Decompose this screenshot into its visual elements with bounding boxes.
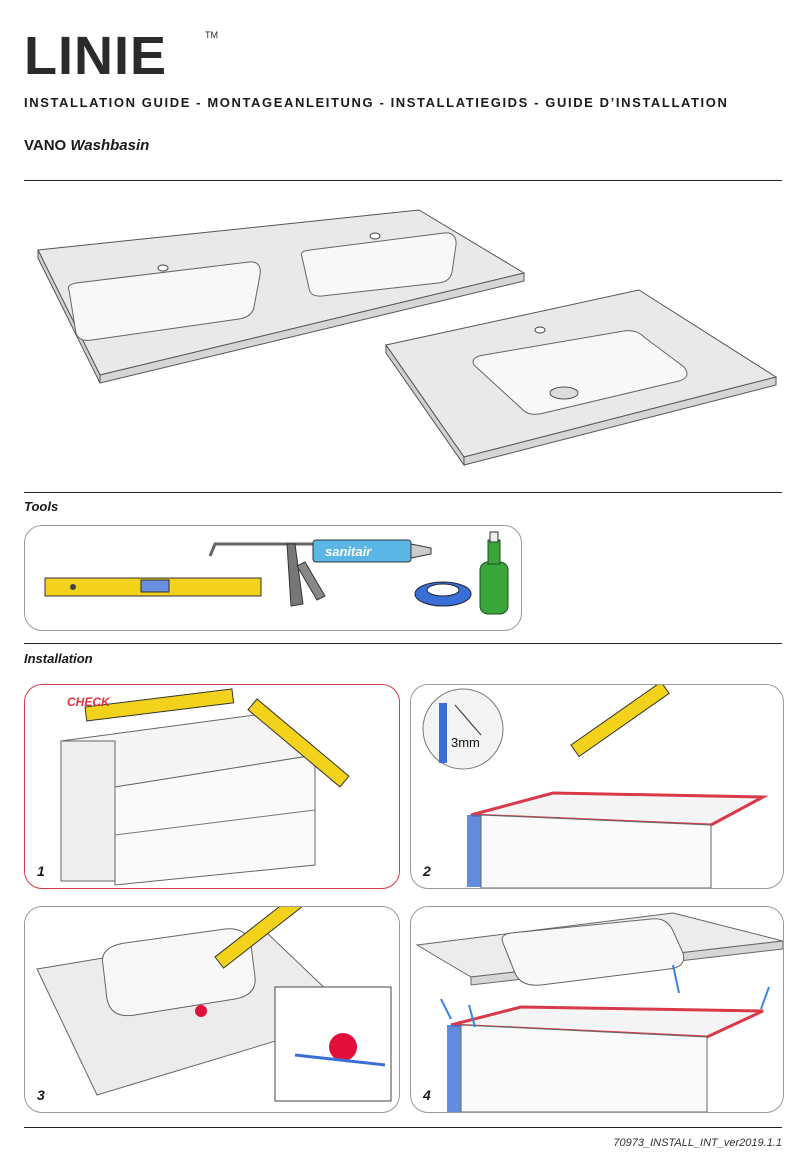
product-name: VANO [24,137,67,154]
step-number: 2 [423,863,431,879]
guide-title: INSTALLATION GUIDE - MONTAGEANLEITUNG - … [24,95,729,110]
cartridge-label: sanitair [325,544,372,559]
logo-text: LINIE [24,26,167,80]
tools-panel: sanitair [24,525,522,631]
gap-measurement: 3mm [451,735,480,750]
washbasin-illustration [24,195,784,475]
product-type: Washbasin [70,137,150,154]
logo-trademark: TM [205,30,218,40]
spirit-level-icon [44,577,262,597]
masking-tape-icon [414,581,472,607]
step-number: 3 [37,1087,45,1103]
product-title: VANO Washbasin [24,137,149,154]
divider [24,492,782,493]
sealant-gun-icon: sanitair [208,539,432,607]
divider [24,643,782,644]
step-3-panel: 3 [24,906,400,1113]
installation-heading: Installation [24,651,93,666]
divider [24,1127,782,1128]
brand-logo: LINIE TM [22,22,222,86]
step-1-panel: CHECK 1 [24,684,400,889]
step-number: 4 [423,1087,431,1103]
tools-heading: Tools [24,499,59,514]
doc-id: 70973_INSTALL_INT_ver2019.1.1 [613,1137,782,1149]
check-label: CHECK [67,695,110,709]
step-4-panel: 4 [410,906,784,1113]
step-2-panel: 3mm 2 [410,684,784,889]
step-number: 1 [37,863,45,879]
divider [24,180,782,181]
detergent-bottle-icon [479,531,509,615]
